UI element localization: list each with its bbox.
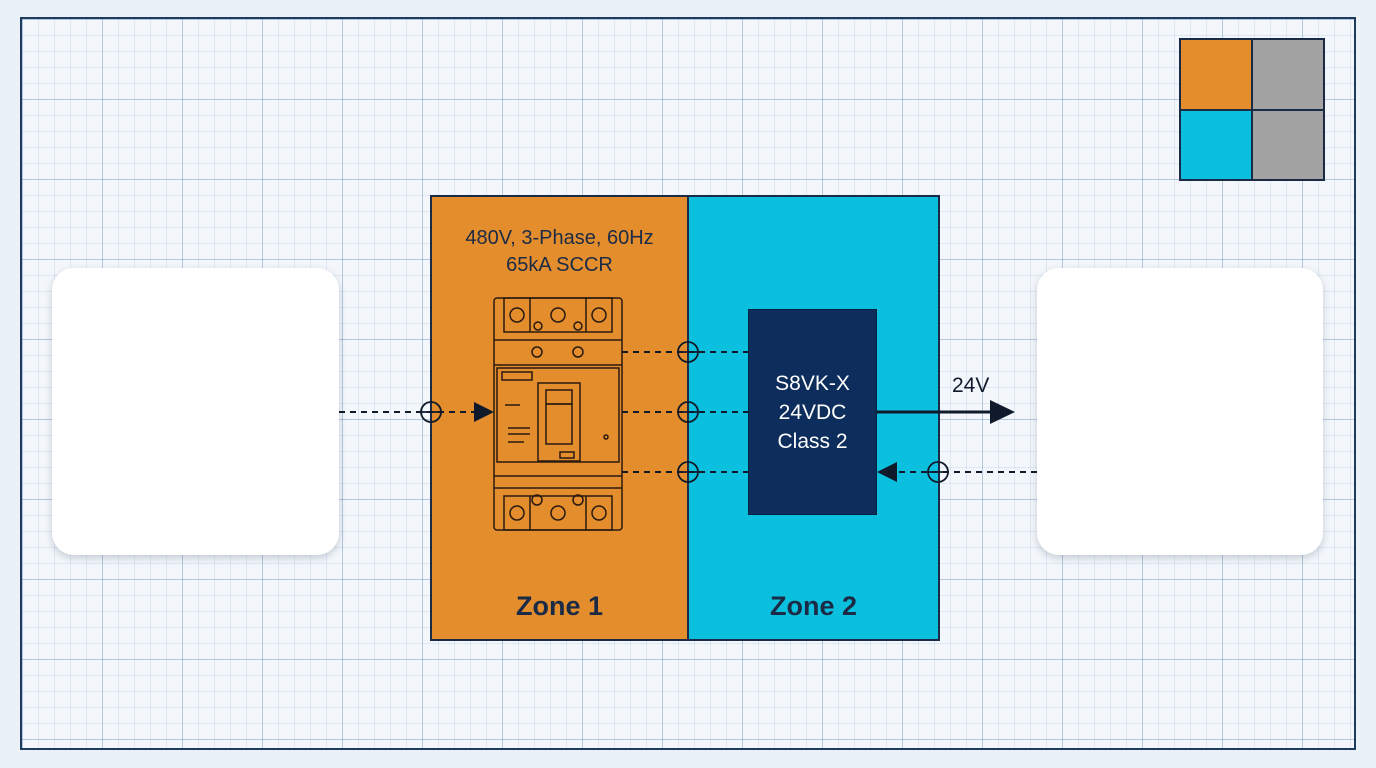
connector-circle-icon (677, 461, 699, 483)
zone-1-panel: 480V, 3-Phase, 60Hz 65kA SCCR Zone 1 (430, 195, 689, 641)
legend-swatch-gray-bottom (1252, 109, 1324, 180)
zone-1-spec-line2: 65kA SCCR (506, 254, 613, 276)
power-supply-block: S8VK-X 24VDC Class 2 (748, 309, 877, 515)
legend-swatch-gray-top (1252, 39, 1324, 110)
zone-1-spec-line1: 480V, 3-Phase, 60Hz (465, 227, 654, 249)
left-source-card (52, 268, 339, 555)
power-supply-voltage: 24VDC (778, 400, 847, 424)
output-voltage-label: 24V (952, 374, 990, 397)
legend-swatch-orange (1180, 39, 1252, 110)
input-arrowhead-icon (474, 402, 494, 422)
right-load-card (1037, 268, 1323, 555)
zone-1-spec: 480V, 3-Phase, 60Hz 65kA SCCR (432, 225, 687, 279)
zone-2-label: Zone 2 (769, 591, 857, 621)
color-legend (1179, 38, 1325, 181)
zone-2-panel: Zone 2 (687, 195, 940, 641)
circuit-breaker-icon (493, 297, 623, 531)
output-arrowhead-icon (990, 400, 1015, 424)
power-supply-class: Class 2 (777, 429, 848, 453)
connector-circle-icon (927, 461, 949, 483)
connector-circle-icon (677, 401, 699, 423)
return-arrowhead-icon (877, 462, 897, 482)
legend-swatch-cyan (1180, 109, 1252, 180)
power-supply-model: S8VK-X (775, 371, 850, 395)
connector-circle-icon (677, 341, 699, 363)
connector-circle-icon (420, 401, 442, 423)
zone-1-label: Zone 1 (515, 591, 603, 621)
